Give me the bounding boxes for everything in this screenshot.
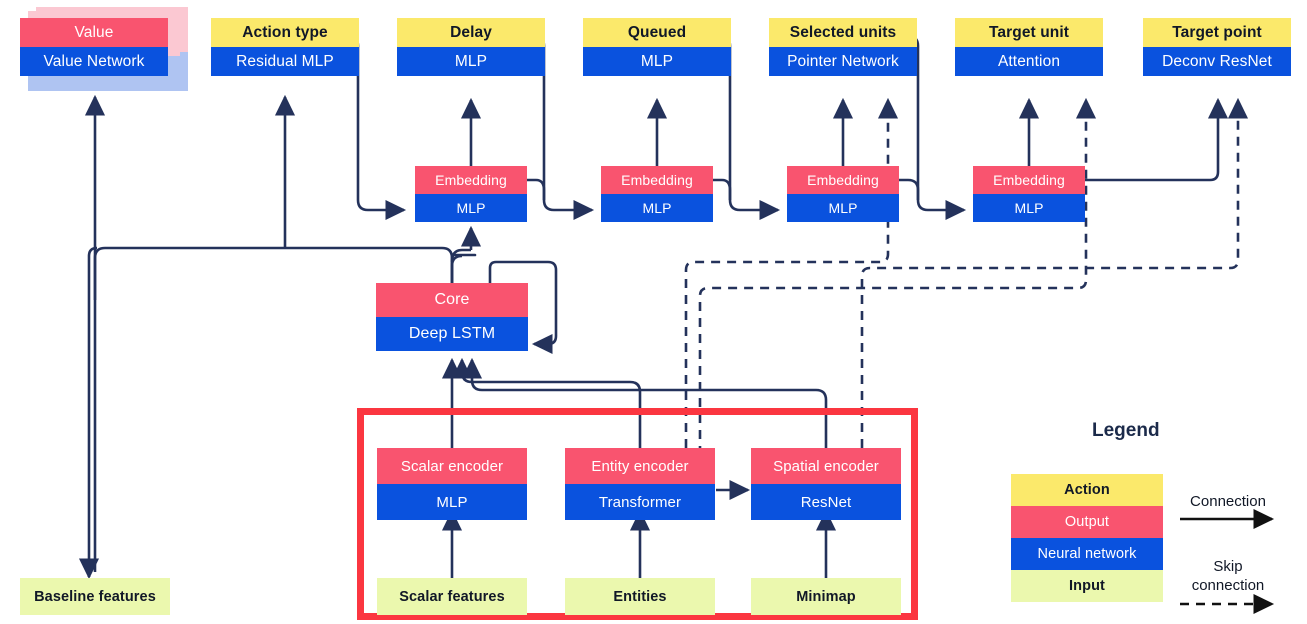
encoder-output-label: Scalar encoder [377,448,527,484]
edge-core-to-value-bus [93,246,454,300]
head-action-label: Queued [583,18,731,47]
edge-core-elbow-emb1 [450,248,471,263]
input-block-minimap[interactable]: Minimap [751,578,901,615]
encoder-network-label: ResNet [751,484,901,520]
core-network-label: Deep LSTM [376,317,528,351]
embedding-output-label: Embedding [601,166,713,194]
edge-embedding3-right-bus [899,178,920,200]
input-block-baseline-features[interactable]: Baseline features [20,578,170,615]
head-block-action-type[interactable]: Action type Residual MLP [211,18,359,76]
embedding-network-label: MLP [973,194,1085,222]
legend-connection-label: Connection [1190,493,1266,510]
embedding-output-label: Embedding [787,166,899,194]
embedding-block-1[interactable]: Embedding MLP [415,166,527,222]
legend-swatch-input: Input [1011,570,1163,602]
embedding-output-label: Embedding [973,166,1085,194]
head-block-value[interactable]: Value Value Network [20,18,168,76]
edge-core-up-stub [450,254,463,283]
edge-skip-entity-to-selectedunits [684,97,899,448]
legend-title: Legend [1092,420,1160,441]
input-block-scalar-features[interactable]: Scalar features [377,578,527,615]
head-block-selected-units[interactable]: Selected units Pointer Network [769,18,917,76]
embedding-network-label: MLP [787,194,899,222]
head-action-label: Value [20,18,168,47]
encoder-block-scalar[interactable]: Scalar encoder MLP [377,448,527,520]
input-label: Minimap [751,578,901,615]
head-action-label: Action type [211,18,359,47]
encoder-output-label: Spatial encoder [751,448,901,484]
embedding-block-4[interactable]: Embedding MLP [973,166,1085,222]
input-label: Baseline features [20,578,170,615]
core-output-label: Core [376,283,528,317]
input-label: Scalar features [377,578,527,615]
edge-embedding1-right-bus [527,178,546,200]
head-network-label: Attention [955,47,1103,76]
core-block[interactable]: Core Deep LSTM [376,283,528,351]
embedding-block-3[interactable]: Embedding MLP [787,166,899,222]
head-block-queued[interactable]: Queued MLP [583,18,731,76]
edge-embedding2-right-bus [713,178,732,200]
edge-core-recurrent [488,260,558,355]
head-action-label: Delay [397,18,545,47]
encoder-highlight-box [357,408,918,620]
head-block-target-unit[interactable]: Target unit Attention [955,18,1103,76]
input-label: Entities [565,578,715,615]
encoder-network-label: MLP [377,484,527,520]
embedding-network-label: MLP [415,194,527,222]
head-network-label: MLP [583,47,731,76]
legend-swatch-output: Output [1011,506,1163,538]
encoder-output-label: Entity encoder [565,448,715,484]
head-network-label: Residual MLP [211,47,359,76]
embedding-output-label: Embedding [415,166,527,194]
head-action-label: Target point [1143,18,1291,47]
edge-spatialencoder-to-core [461,357,828,448]
legend-skip-label-line2: connection [1191,577,1265,594]
input-block-entities[interactable]: Entities [565,578,715,615]
head-network-label: MLP [397,47,545,76]
legend-swatch-neural-network: Neural network [1011,538,1163,570]
head-block-target-point[interactable]: Target point Deconv ResNet [1143,18,1291,76]
edge-embedding4-to-targetpoint [1085,97,1229,182]
skip-edges [684,97,1249,455]
legend-skip-label-line1: Skip [1213,558,1243,575]
encoder-block-spatial[interactable]: Spatial encoder ResNet [751,448,901,520]
head-action-label: Target unit [955,18,1103,47]
encoder-network-label: Transformer [565,484,715,520]
legend-swatches: Action Output Neural network Input [1011,474,1163,602]
encoder-block-entity[interactable]: Entity encoder Transformer [565,448,715,520]
head-network-label: Value Network [20,47,168,76]
embedding-network-label: MLP [601,194,713,222]
legend-swatch-action: Action [1011,474,1163,506]
head-block-delay[interactable]: Delay MLP [397,18,545,76]
head-action-label: Selected units [769,18,917,47]
embedding-block-2[interactable]: Embedding MLP [601,166,713,222]
legend-skip-connection-label: Skip connection [1168,557,1288,595]
head-network-label: Pointer Network [769,47,917,76]
head-network-label: Deconv ResNet [1143,47,1291,76]
edge-skip-entity-to-targetunit [698,97,1097,455]
